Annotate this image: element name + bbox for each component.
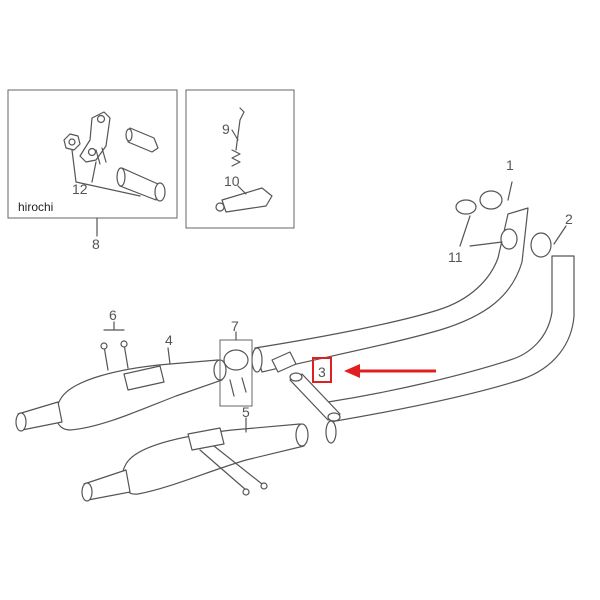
leader-11 xyxy=(459,215,503,247)
callout-4: 4 xyxy=(165,332,173,348)
leader-12 xyxy=(71,149,141,197)
callout-7: 7 xyxy=(231,318,239,334)
exhaust-pipe-2 xyxy=(325,228,575,444)
watermark: hirochi xyxy=(18,200,53,214)
callout-9: 9 xyxy=(222,121,230,137)
callout-5: 5 xyxy=(242,404,250,420)
inset-box-spring xyxy=(185,89,295,229)
callout-11: 11 xyxy=(448,249,463,265)
footpeg-pin-part xyxy=(125,127,159,153)
leader-6 xyxy=(103,321,125,331)
exhaust-pipe-1 xyxy=(251,190,529,373)
connector-pipe-part xyxy=(271,351,341,422)
left-arrow-icon xyxy=(344,364,436,378)
footrest-bracket-part xyxy=(79,111,111,165)
callout-1: 1 xyxy=(506,157,514,173)
callout-10: 10 xyxy=(224,173,240,189)
leader-10 xyxy=(237,185,247,195)
spring-part xyxy=(231,107,245,167)
muffler-1-bolts xyxy=(100,340,129,371)
bolt-nut-part xyxy=(63,133,81,151)
leader-2 xyxy=(553,225,567,245)
leader-9 xyxy=(231,129,239,141)
callout-8: 8 xyxy=(92,236,100,252)
clip-part xyxy=(215,187,273,213)
callout-3: 3 xyxy=(318,364,326,380)
muffler-2 xyxy=(81,423,309,502)
inset-box-footrest xyxy=(7,89,178,219)
muffler-2-bracket xyxy=(199,445,268,496)
leader-1 xyxy=(507,181,513,201)
highlight-box xyxy=(312,357,332,383)
callout-2: 2 xyxy=(565,211,573,227)
muffler-1 xyxy=(15,359,227,432)
callout-12: 12 xyxy=(72,181,88,197)
leader-4 xyxy=(167,347,171,365)
footpeg-rubber-part xyxy=(116,167,166,202)
callout-6: 6 xyxy=(109,307,117,323)
